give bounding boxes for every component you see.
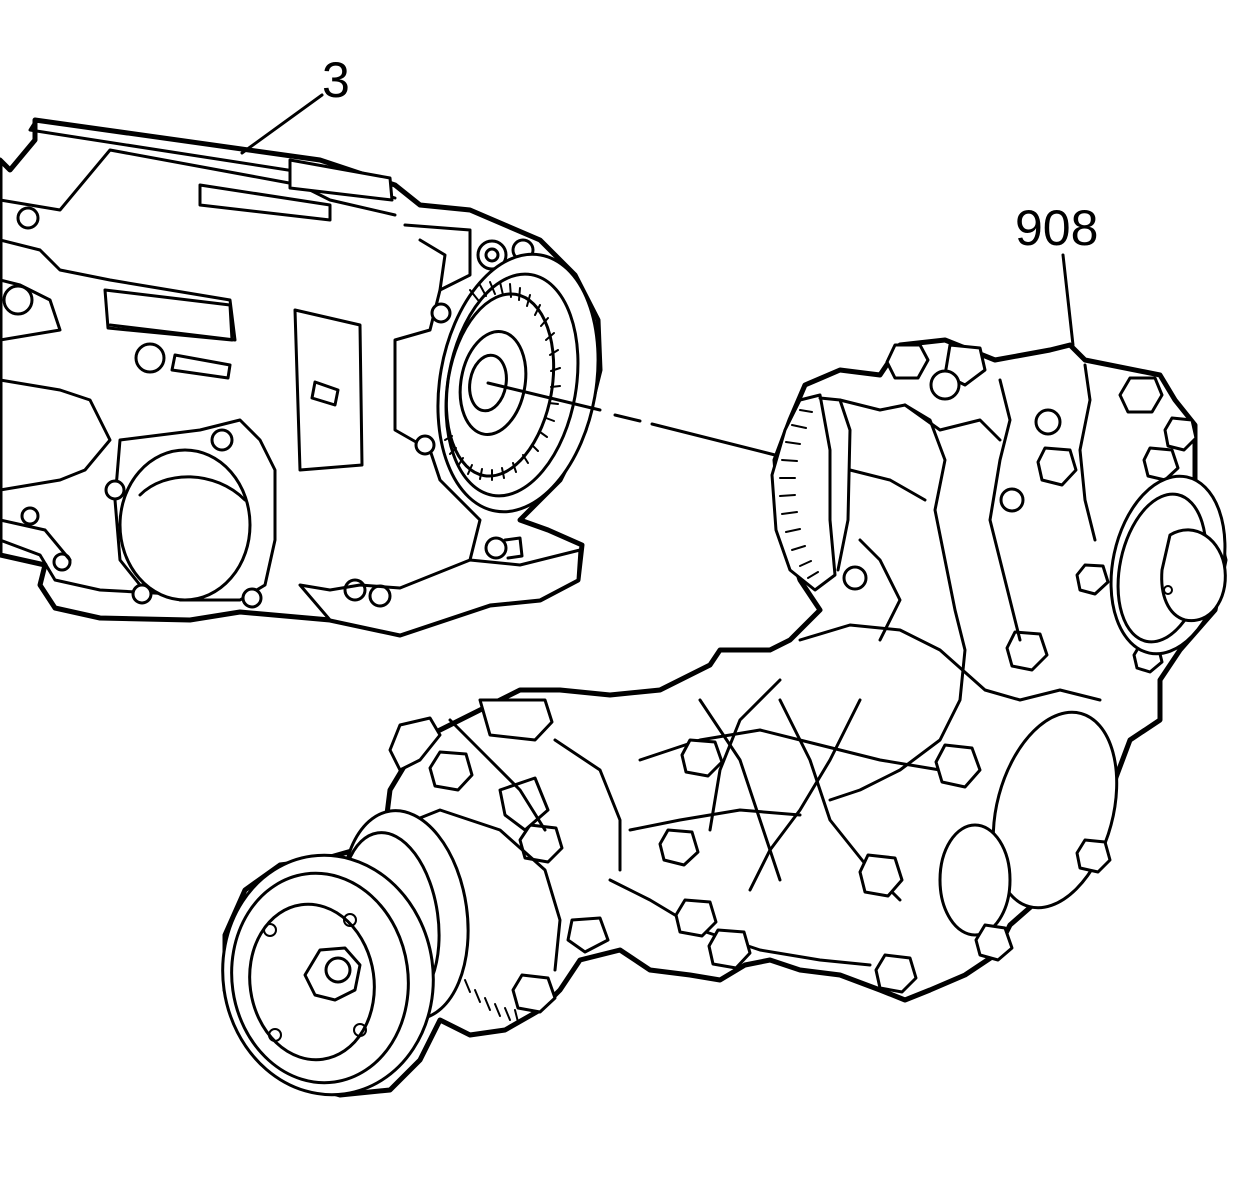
- transfer-case-assembly: [221, 337, 1228, 1098]
- bolts-bottom: [428, 738, 1112, 1014]
- callout-label-908: 908: [1015, 200, 1099, 256]
- alignment-centerline: [486, 381, 777, 457]
- bolts-top: [842, 343, 1198, 674]
- callout-label-3: 3: [322, 52, 350, 108]
- leader-line-908: [1061, 253, 1075, 347]
- leader-line-3: [240, 93, 324, 155]
- transmission-assembly: [0, 117, 603, 638]
